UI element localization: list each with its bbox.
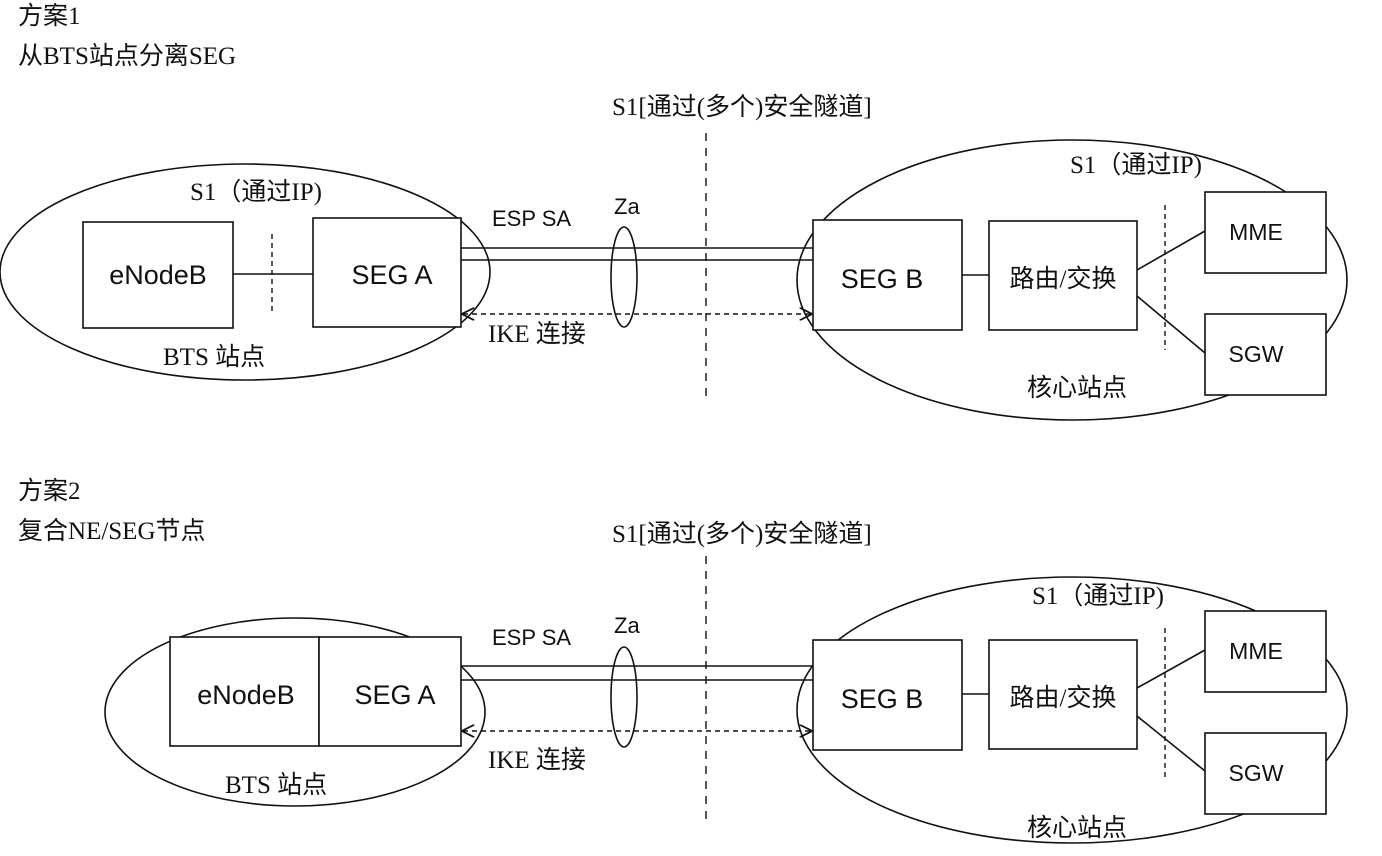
enodeb-label: eNodeB: [109, 260, 207, 290]
za-ellipse: [610, 646, 638, 748]
seg-b-label: SEG B: [841, 684, 924, 714]
esp-sa-link: ESP SA Za IKE 连接: [461, 194, 813, 348]
seg-a-label: SEG A: [354, 680, 435, 710]
bts-site-boundary: [0, 163, 491, 381]
bts-s1-label: S1（通过IP): [190, 178, 322, 206]
za-label: Za: [614, 194, 640, 219]
mme-label: MME: [1229, 219, 1283, 245]
router-box: [988, 220, 1138, 331]
router-mme-link: [1136, 649, 1206, 689]
seg-b-label: SEG B: [841, 264, 924, 294]
core-site-boundary: [796, 576, 1348, 844]
router-mme-link: [1136, 230, 1206, 271]
seg-a-box: [318, 636, 462, 747]
bts-site: eNodeB SEG A BTS 站点: [104, 617, 486, 807]
mme-label: MME: [1229, 638, 1283, 664]
mme-box: [1204, 610, 1327, 693]
ike-label: IKE 连接: [488, 746, 586, 774]
ike-label: IKE 连接: [488, 320, 586, 348]
core-site-label: 核心站点: [1027, 814, 1127, 842]
core-site-boundary: [796, 139, 1348, 421]
router-label: 路由/交换: [1010, 265, 1117, 293]
mme-box: [1204, 191, 1327, 274]
scheme-1-title: 方案1: [18, 2, 81, 30]
bts-site-label: BTS 站点: [225, 771, 327, 799]
core-s1-label: S1（通过IP): [1070, 151, 1202, 179]
sgw-label: SGW: [1229, 760, 1284, 786]
za-ellipse: [610, 226, 638, 328]
enodeb-box: [169, 636, 320, 747]
bts-site-label: BTS 站点: [163, 343, 265, 371]
sgw-label: SGW: [1229, 341, 1284, 367]
scheme-2-subtitle: 复合NE/SEG节点: [18, 517, 206, 545]
router-label: 路由/交换: [1010, 684, 1117, 712]
sgw-box: [1204, 313, 1327, 396]
router-sgw-link: [1136, 295, 1206, 354]
sgw-box: [1204, 732, 1327, 815]
seg-a-label: SEG A: [351, 260, 432, 290]
core-site-label: 核心站点: [1027, 374, 1127, 402]
router-sgw-link: [1136, 715, 1206, 772]
bts-site-boundary: [104, 617, 486, 807]
core-site: S1（通过IP) SEG B 路由/交换 MME SGW 核心站点: [796, 576, 1348, 844]
scheme-1: 方案1 从BTS站点分离SEG S1[通过(多个)安全隧道] S1（通过IP) …: [0, 2, 1348, 421]
bts-site: S1（通过IP) eNodeB SEG A BTS 站点: [0, 163, 491, 381]
tunnel-label: S1[通过(多个)安全隧道]: [612, 520, 872, 548]
esp-sa-label: ESP SA: [492, 206, 571, 231]
za-label: Za: [614, 613, 640, 638]
seg-a-box: [312, 217, 462, 328]
esp-sa-label: ESP SA: [492, 625, 571, 650]
enodeb-label: eNodeB: [197, 680, 295, 710]
core-s1-label: S1（通过IP): [1032, 582, 1164, 610]
enodeb-box: [82, 221, 234, 329]
esp-sa-link: ESP SA Za IKE 连接: [461, 613, 813, 774]
seg-b-box: [812, 639, 963, 751]
core-site: S1（通过IP) SEG B 路由/交换 MME SGW 核心站点: [796, 139, 1348, 421]
scheme-2: 方案2 复合NE/SEG节点 S1[通过(多个)安全隧道] eNodeB SEG…: [18, 477, 1348, 844]
scheme-2-title: 方案2: [18, 477, 81, 505]
scheme-1-subtitle: 从BTS站点分离SEG: [18, 42, 236, 70]
router-box: [988, 639, 1138, 750]
tunnel-label: S1[通过(多个)安全隧道]: [612, 93, 872, 121]
